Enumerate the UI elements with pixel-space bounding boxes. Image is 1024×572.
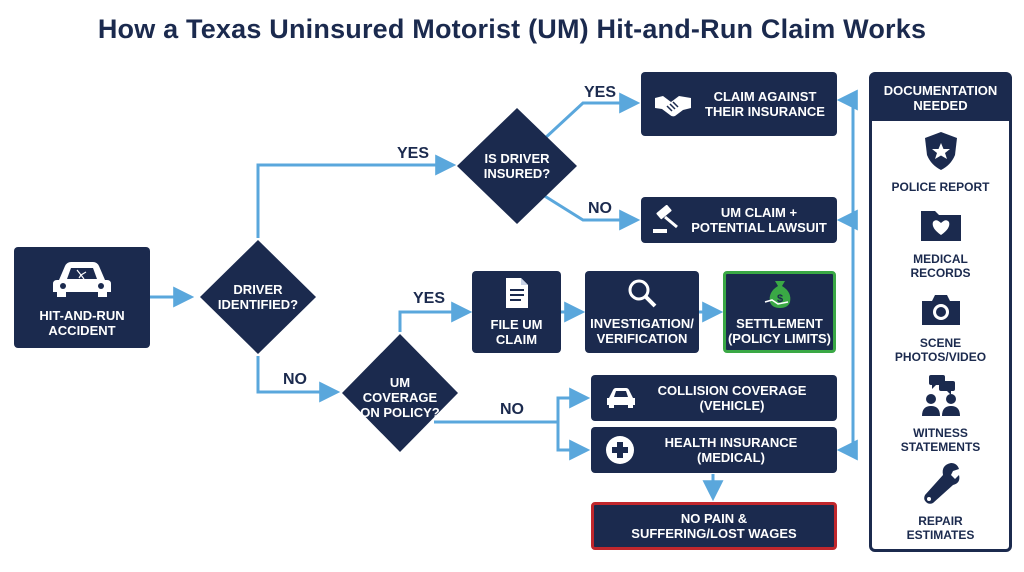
edge-label-yes-identified: YES	[397, 145, 430, 162]
diamond-shape	[457, 108, 577, 224]
doc-item-repair-estimates: REPAIR ESTIMATES	[872, 461, 1009, 542]
car-crash-icon	[51, 258, 113, 298]
witness-icon	[919, 375, 963, 417]
node-um-claim-lawsuit: UM CLAIM + POTENTIAL LAWSUIT	[641, 197, 837, 243]
decision-um-coverage: UM COVERAGE ON POLICY?	[340, 332, 460, 454]
arrow-insured-no	[542, 193, 641, 231]
node-claim-against-insurance: CLAIM AGAINST THEIR INSURANCE	[641, 72, 837, 136]
edge-label-yes-um: YES	[413, 290, 446, 307]
node-label: UM CLAIM + POTENTIAL LAWSUIT	[691, 205, 827, 235]
arrow-um-no	[434, 387, 591, 424]
svg-text:$: $	[776, 293, 782, 305]
arrow-identified-yes	[256, 154, 457, 238]
node-label: FILE UM CLAIM	[490, 317, 543, 347]
decision-label: IS DRIVER INSURED?	[483, 151, 551, 181]
node-label: INVESTIGATION/ VERIFICATION	[590, 316, 694, 346]
node-hit-and-run-accident: HIT-AND-RUN ACCIDENT	[14, 247, 150, 348]
arrow-um-no-health	[556, 422, 591, 461]
node-label: HEALTH INSURANCE (MEDICAL)	[664, 435, 798, 465]
doc-item-scene-photos: SCENE PHOTOS/VIDEO	[872, 293, 1009, 364]
edge-label-yes-insured: YES	[584, 84, 617, 101]
decision-driver-identified: DRIVER IDENTIFIED?	[198, 238, 318, 356]
doc-item-police-report: POLICE REPORT	[872, 131, 1009, 194]
handshake-icon	[653, 90, 693, 118]
doc-item-medical-records: MEDICAL RECORDS	[872, 207, 1009, 280]
node-label: COLLISION COVERAGE (VEHICLE)	[657, 383, 807, 413]
edge-label-no-insured: NO	[588, 200, 612, 217]
arrow-um-yes	[398, 301, 473, 332]
node-file-um-claim: FILE UM CLAIM	[472, 271, 561, 353]
node-settlement: $ SETTLEMENT (POLICY LIMITS)	[723, 271, 836, 353]
folder-heart-icon	[919, 207, 963, 243]
diamond-shape	[342, 334, 458, 452]
page-title: How a Texas Uninsured Motorist (UM) Hit-…	[97, 14, 927, 44]
diamond-shape	[200, 240, 316, 354]
doc-item-label: SCENE PHOTOS/VIDEO	[894, 336, 987, 364]
edge-label-no-um: NO	[500, 401, 524, 418]
badge-icon	[923, 131, 959, 171]
document-icon	[504, 277, 530, 309]
node-investigation: INVESTIGATION/ VERIFICATION	[585, 271, 699, 353]
decision-label: DRIVER IDENTIFIED?	[217, 282, 299, 312]
magnifier-icon	[627, 278, 657, 308]
arrow-identified-no	[256, 356, 341, 403]
doc-item-label: REPAIR ESTIMATES	[906, 514, 975, 542]
gavel-icon	[651, 205, 681, 235]
edge-label-no-identified: NO	[283, 371, 307, 388]
node-label: NO PAIN & SUFFERING/LOST WAGES	[631, 511, 797, 541]
wrench-icon	[921, 461, 961, 505]
documentation-panel: DOCUMENTATION NEEDED POLICE REPORT MEDIC…	[869, 72, 1012, 552]
medical-cross-icon	[605, 435, 635, 465]
node-label: CLAIM AGAINST THEIR INSURANCE	[705, 89, 825, 119]
car-icon	[605, 387, 637, 409]
doc-item-label: WITNESS STATEMENTS	[900, 426, 981, 454]
node-no-pain-suffering: NO PAIN & SUFFERING/LOST WAGES	[591, 502, 837, 550]
doc-item-label: POLICE REPORT	[891, 180, 990, 194]
documentation-header: DOCUMENTATION NEEDED	[872, 75, 1009, 121]
money-bag-icon: $	[764, 278, 796, 310]
node-health-insurance: HEALTH INSURANCE (MEDICAL)	[591, 427, 837, 473]
decision-label: UM COVERAGE ON POLICY?	[360, 374, 440, 420]
decision-is-driver-insured: IS DRIVER INSURED?	[455, 106, 579, 226]
node-collision-coverage: COLLISION COVERAGE (VEHICLE)	[591, 375, 837, 421]
node-label: HIT-AND-RUN ACCIDENT	[39, 307, 125, 338]
camera-icon	[920, 293, 962, 327]
doc-item-witness-statements: WITNESS STATEMENTS	[872, 375, 1009, 454]
doc-item-label: MEDICAL RECORDS	[910, 252, 971, 280]
arrow-insured-yes	[541, 92, 641, 142]
node-label: SETTLEMENT (POLICY LIMITS)	[727, 316, 832, 346]
